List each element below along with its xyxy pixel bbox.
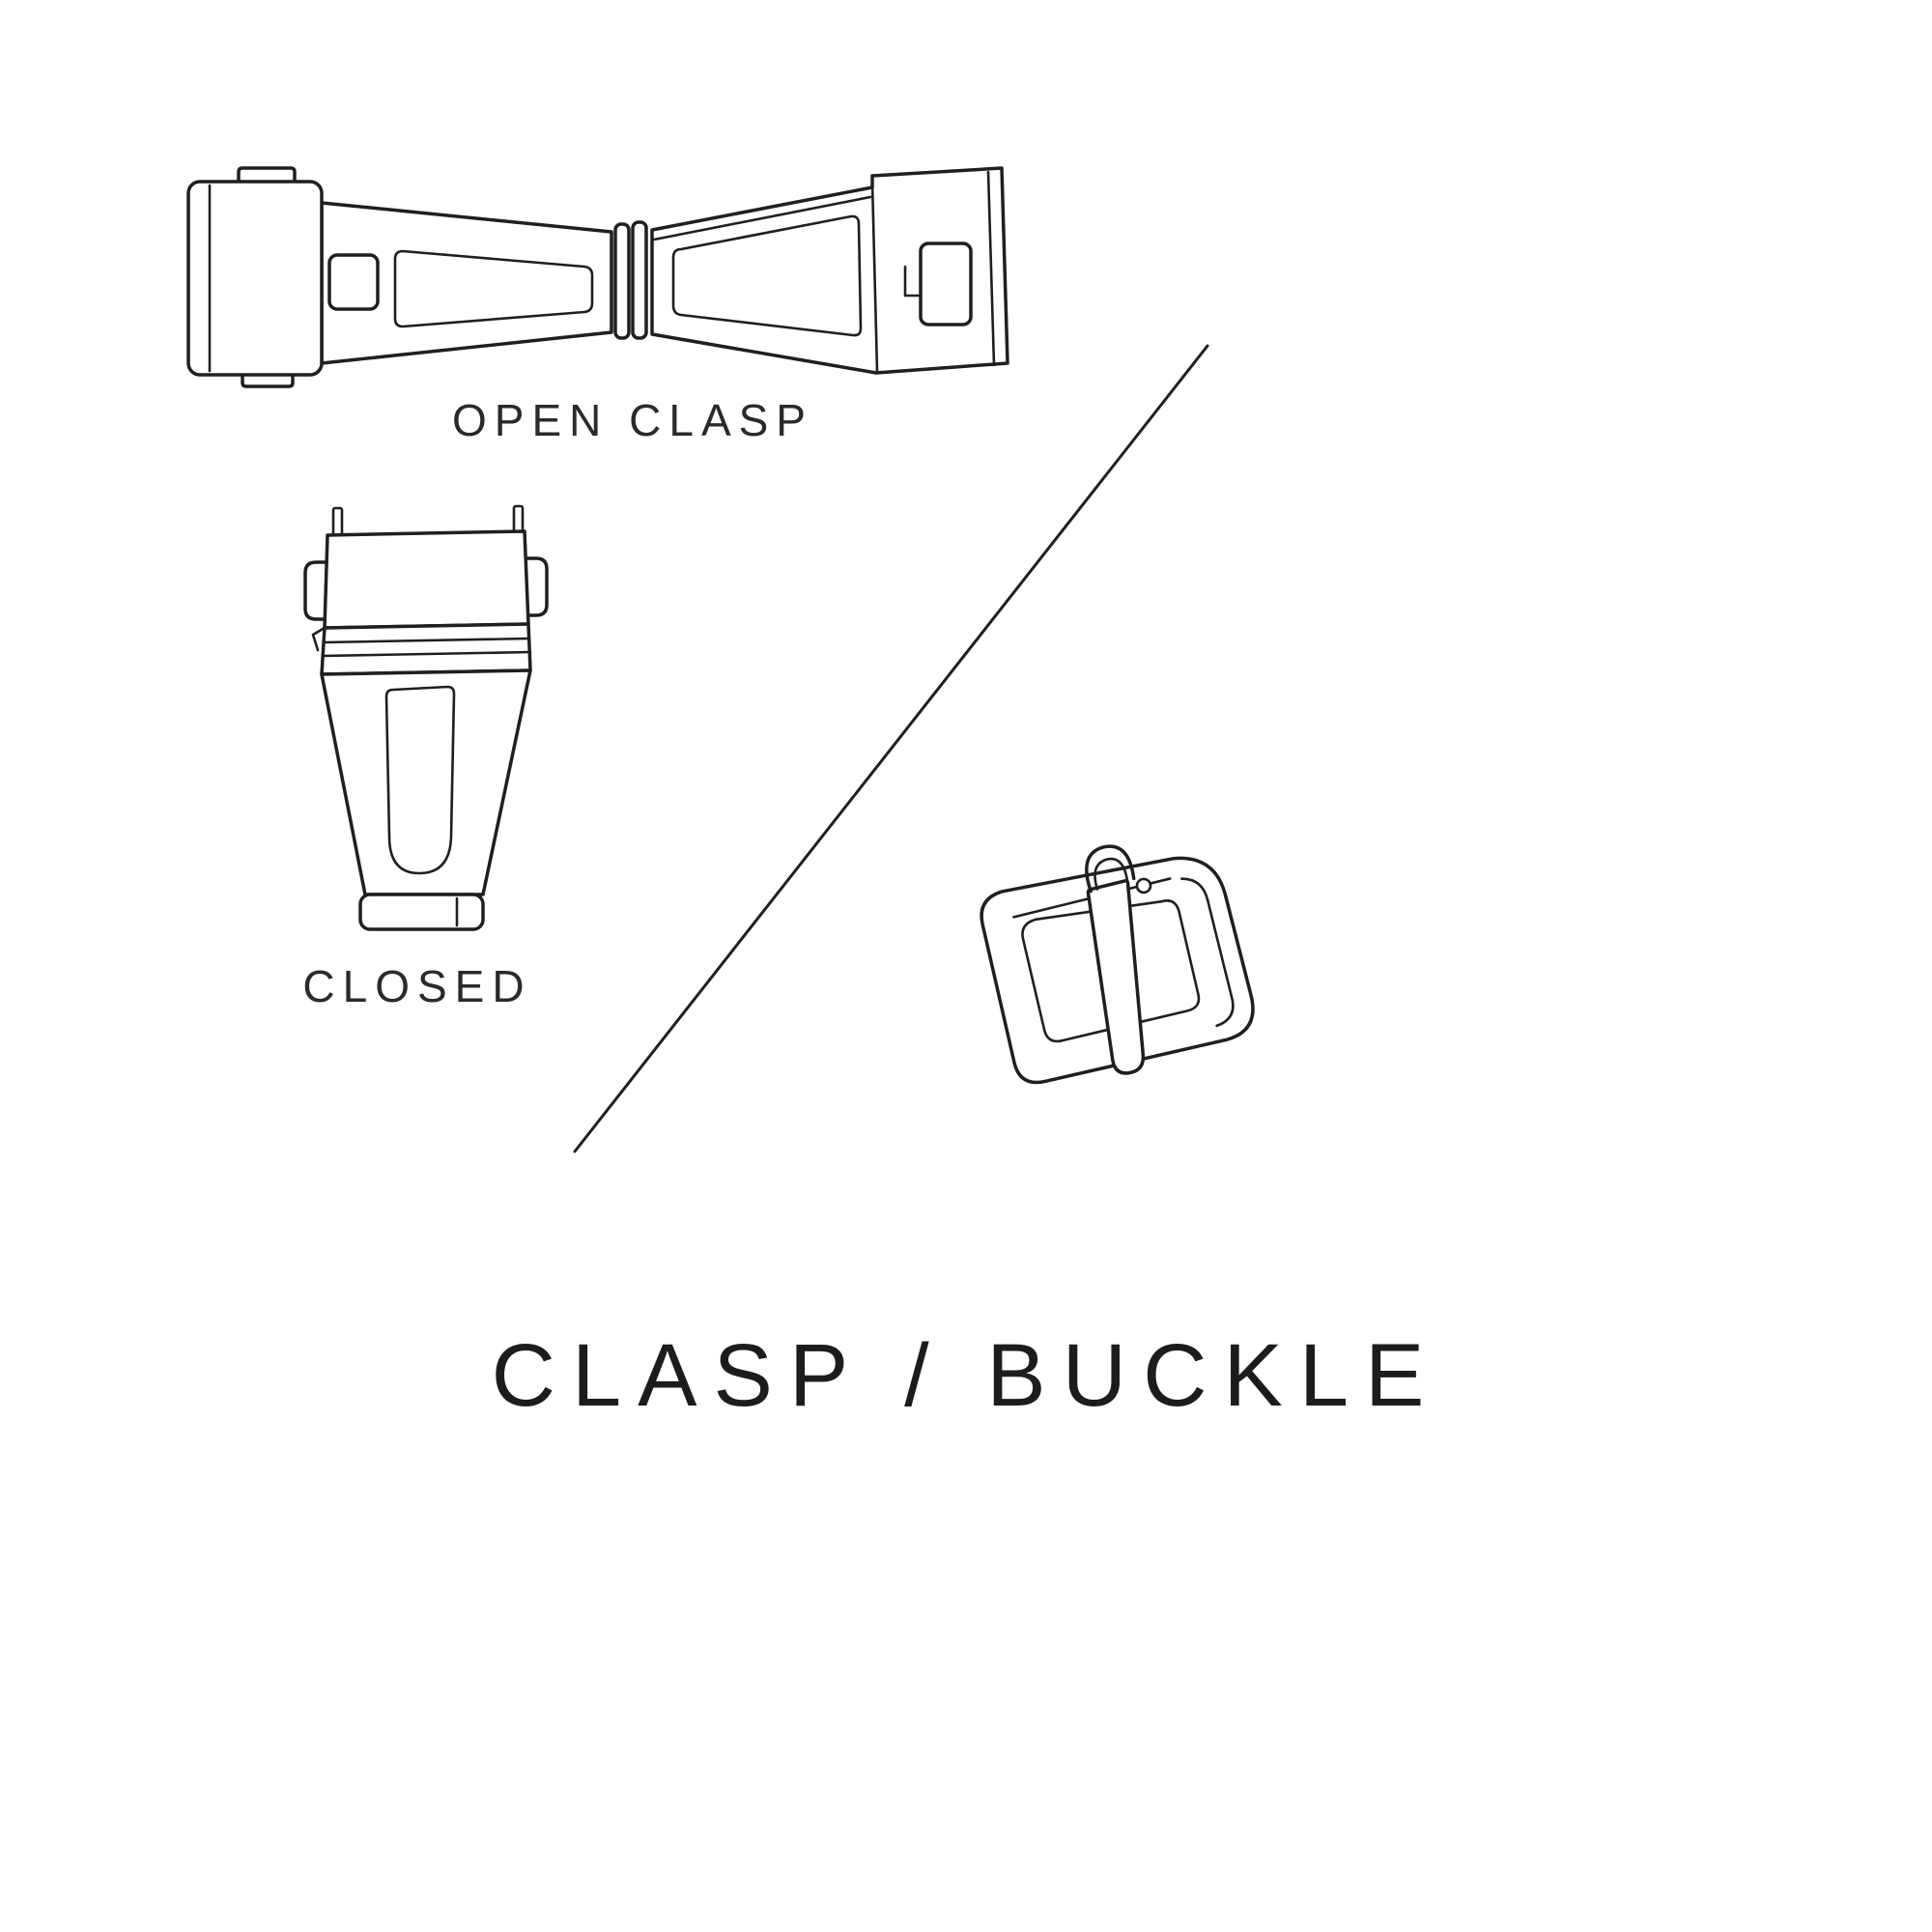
closed-clasp-body (320, 668, 532, 896)
diagonal-divider-line (573, 344, 1209, 1153)
open-clasp-label: OPEN CLASP (452, 395, 813, 445)
diagonal-divider (565, 336, 1222, 1159)
open-clasp-right-arm (650, 166, 1009, 375)
open-clasp-line-art (186, 166, 1009, 388)
closed-clasp-ears (303, 556, 549, 621)
buckle-tongue (1085, 844, 1146, 1075)
closed-clasp-band (311, 622, 532, 676)
tang-buckle-illustration (956, 829, 1294, 1119)
closed-clasp-bottom-cap (358, 893, 485, 931)
open-clasp-fold-piece (186, 166, 324, 388)
open-clasp-left-arm (320, 201, 613, 365)
closed-clasp-illustration (293, 500, 554, 945)
closed-clasp-line-art (303, 504, 549, 931)
open-clasp-hinge (613, 220, 648, 340)
page-title: CLASP / BUCKLE (491, 1326, 1441, 1425)
closed-clasp-label: CLOSED (302, 961, 532, 1011)
tang-buckle-line-art (980, 844, 1255, 1085)
open-clasp-illustration (179, 143, 1009, 394)
closed-clasp-prongs (331, 504, 525, 541)
closed-clasp-top-box (323, 529, 530, 630)
